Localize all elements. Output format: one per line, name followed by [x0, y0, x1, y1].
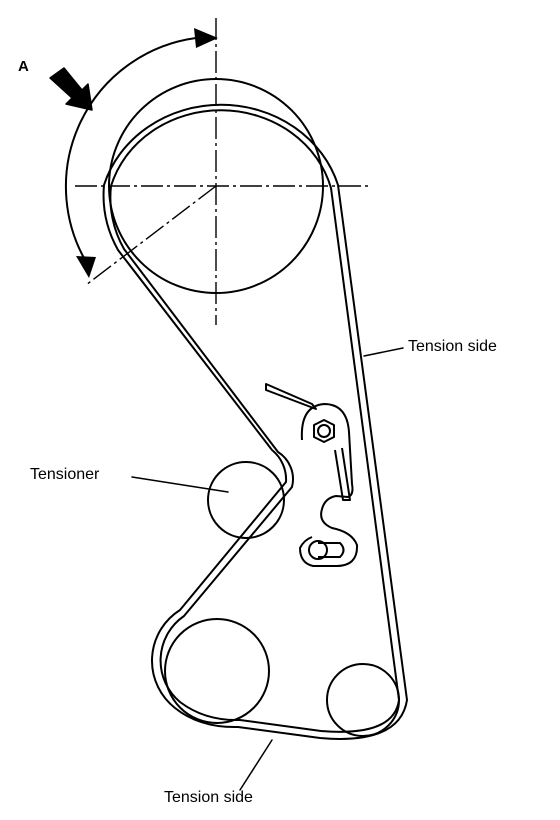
label-tension-side-bottom: Tension side — [164, 789, 253, 806]
belt-inner-edge — [109, 109, 400, 733]
tensioner-leader-line — [131, 476, 229, 493]
tensioner-bracket — [299, 403, 359, 567]
tensioner-arm — [334, 447, 351, 501]
rotation-arc — [64, 37, 197, 266]
tensioner-spring — [265, 383, 317, 410]
rotation-arrowhead-top — [194, 28, 218, 48]
rotation-arrowhead-bottom — [76, 256, 96, 278]
idler-pulley — [326, 663, 400, 737]
adjusting-slot — [318, 542, 345, 558]
label-a: A — [18, 58, 29, 75]
view-direction-arrow — [49, 67, 93, 111]
label-tensioner: Tensioner — [30, 466, 100, 483]
pivot-bolt-icon — [308, 540, 328, 560]
belt-outer-edge — [102, 103, 408, 740]
adjusting-nut-icon — [313, 419, 335, 443]
adjusting-nut-hole — [317, 424, 331, 438]
tension-side-right-leader — [363, 347, 404, 357]
label-tension-side-right: Tension side — [408, 338, 497, 355]
tension-side-bottom-leader — [239, 739, 273, 791]
tensioner-pulley — [207, 461, 285, 539]
timing-mark-line — [85, 185, 217, 286]
crankshaft-sprocket — [164, 618, 270, 724]
